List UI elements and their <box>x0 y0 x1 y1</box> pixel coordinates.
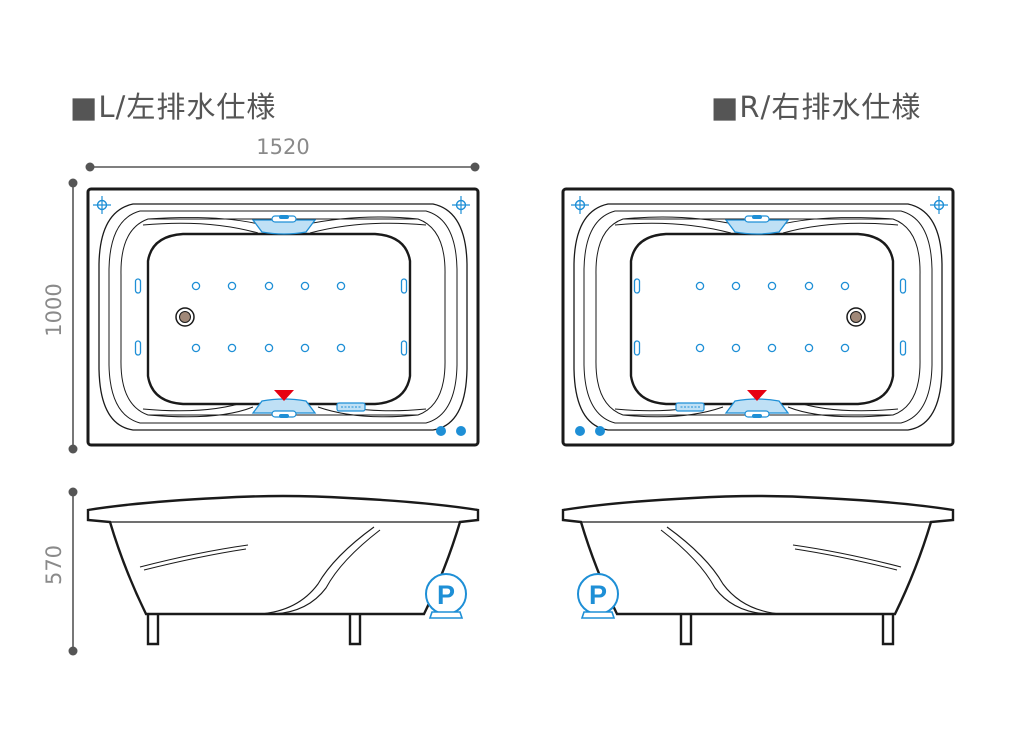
pump-icon: P <box>425 573 467 619</box>
width-dimension: 1520 <box>85 135 480 172</box>
drain-icon <box>175 307 195 327</box>
title-left-drain: ■L/左排水仕様 <box>70 90 276 124</box>
height-dimension: 570 <box>42 487 78 656</box>
indicator-dot <box>575 426 585 436</box>
indicator-dot <box>456 426 466 436</box>
pump-label: P <box>437 580 455 610</box>
height-label: 570 <box>42 545 66 585</box>
drain-icon <box>846 307 866 327</box>
top-view-left-drain <box>88 189 478 445</box>
side-view-right-drain <box>561 494 955 646</box>
depth-dimension: 1000 <box>42 178 78 454</box>
width-label: 1520 <box>256 135 309 159</box>
indicator-dot <box>436 426 446 436</box>
arrow-down-icon <box>747 390 767 401</box>
pump-icon: P <box>577 573 619 619</box>
top-view-right-drain <box>563 189 953 445</box>
indicator-dot <box>595 426 605 436</box>
arrow-down-icon <box>274 390 294 401</box>
pump-label: P <box>589 580 607 610</box>
title-right-drain: ■R/右排水仕様 <box>711 90 921 124</box>
depth-label: 1000 <box>42 283 66 336</box>
side-view-left-drain <box>86 494 480 646</box>
